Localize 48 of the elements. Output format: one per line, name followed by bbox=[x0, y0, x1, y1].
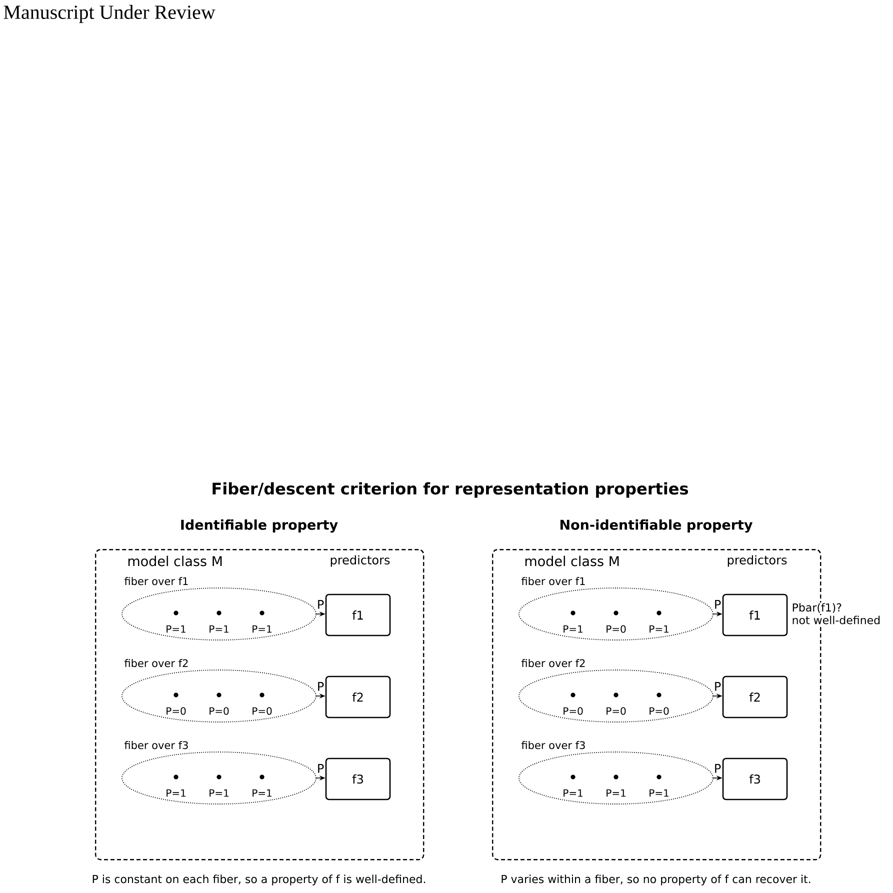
fiber-label: fiber over f2 bbox=[124, 659, 188, 668]
value-label: P=1 bbox=[210, 789, 228, 797]
title: Fiber/descent criterion for representation properties bbox=[212, 482, 688, 498]
column-heading: model class M bbox=[525, 556, 619, 566]
edge-label: P bbox=[318, 682, 324, 691]
value-label: P=1 bbox=[166, 789, 186, 797]
column-heading: predictors bbox=[728, 555, 787, 567]
value-label: P=1 bbox=[166, 625, 186, 633]
value-label: P=1 bbox=[606, 789, 626, 797]
value-label: P=0 bbox=[606, 625, 626, 633]
fiber-label: fiber over f2 bbox=[521, 659, 585, 668]
value-label: P=0 bbox=[606, 707, 626, 715]
fiber-label: fiber over f1 bbox=[521, 577, 585, 586]
column-heading: predictors bbox=[330, 555, 390, 567]
panel-caption: P is constant on each fiber, so a property of f is well-defined. bbox=[92, 874, 426, 886]
predictor-box: f3 bbox=[325, 758, 391, 800]
value-label: P=0 bbox=[252, 707, 272, 715]
value-label: P=1 bbox=[252, 625, 272, 633]
panel-heading: Non-identifiable property bbox=[560, 519, 753, 533]
value-label: P=1 bbox=[650, 625, 668, 633]
value-label: P=1 bbox=[252, 789, 272, 797]
note-text: not well-defined bbox=[791, 615, 882, 625]
predictor-box: f1 bbox=[722, 594, 788, 636]
value-label: P=0 bbox=[650, 707, 669, 715]
column-heading: model class M bbox=[128, 556, 222, 566]
value-label: P=1 bbox=[210, 625, 228, 633]
edge-label: P bbox=[715, 682, 721, 691]
value-label: P=1 bbox=[650, 789, 668, 797]
edge-label: P bbox=[318, 764, 324, 773]
note-text: Pbar(f1)? bbox=[791, 602, 843, 614]
header-text: Manuscript Under Review bbox=[4, 4, 216, 24]
edge-label: P bbox=[318, 600, 324, 609]
panel-heading: Identifiable property bbox=[181, 519, 338, 533]
edge-label: P bbox=[715, 600, 721, 609]
predictor-box: f2 bbox=[722, 676, 788, 718]
predictor-box: f2 bbox=[325, 676, 391, 718]
predictor-box: f1 bbox=[325, 594, 391, 636]
value-label: P=1 bbox=[564, 789, 582, 797]
fiber-label: fiber over f3 bbox=[521, 741, 585, 750]
predictor-box: f3 bbox=[722, 758, 788, 800]
value-label: P=1 bbox=[564, 625, 582, 633]
fiber-label: fiber over f1 bbox=[124, 577, 188, 586]
panel-caption: P varies within a fiber, so no property of f can recover it. bbox=[502, 874, 810, 886]
edge-label: P bbox=[715, 764, 721, 773]
value-label: P=0 bbox=[210, 707, 229, 715]
fiber-label: fiber over f3 bbox=[124, 741, 188, 750]
value-label: P=0 bbox=[166, 707, 186, 715]
value-label: P=0 bbox=[564, 707, 583, 715]
